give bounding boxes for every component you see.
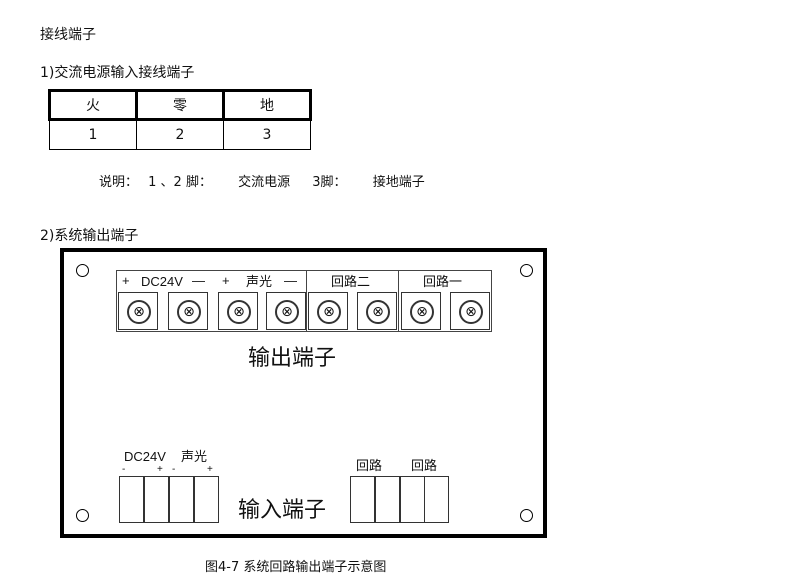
pin-1: 1 [49, 119, 137, 150]
note-pin3: 3脚： [312, 175, 347, 190]
screw-icon: ⊗ [177, 300, 201, 324]
note-pin3-desc: 接地端子 [372, 175, 425, 190]
screw-icon: ⊗ [127, 300, 151, 324]
divider [306, 270, 307, 331]
input-terminal [350, 476, 375, 523]
mount-hole-icon [520, 264, 533, 277]
output-terminal: ⊗ [118, 292, 158, 330]
output-title: 输出端子 [248, 346, 337, 371]
output-terminal: ⊗ [218, 292, 258, 330]
sg-minus: — [284, 273, 297, 288]
plus-mark: + [157, 464, 163, 475]
output-terminal: ⊗ [357, 292, 397, 330]
mount-hole-icon [520, 509, 533, 522]
screw-icon: ⊗ [317, 300, 341, 324]
dc24v-label: DC24V [141, 274, 183, 289]
screw-icon: ⊗ [459, 300, 483, 324]
output-terminal: ⊗ [450, 292, 490, 330]
input-terminal [144, 476, 169, 523]
pin-3: 3 [223, 119, 311, 150]
note: 说明： 1 、2 脚： 交流电源 3脚： 接地端子 [99, 171, 425, 190]
output-terminal: ⊗ [168, 292, 208, 330]
loop1-label: 回路一 [423, 274, 463, 289]
input-dc24v-label: DC24V [124, 449, 166, 464]
header-neutral: 零 [135, 89, 225, 121]
input-terminal [375, 476, 400, 523]
sg-plus: + [222, 273, 230, 288]
figure-caption: 图4-7 系统回路输出端子示意图 [205, 560, 387, 575]
output-terminal: ⊗ [266, 292, 306, 330]
input-terminal [119, 476, 144, 523]
divider [398, 270, 399, 331]
input-terminal [400, 476, 425, 523]
note-pins12-desc: 交流电源 [238, 175, 291, 190]
note-pins12: 1 、2 脚： [148, 175, 212, 190]
header-ground: 地 [222, 89, 312, 121]
terminal-board [60, 248, 547, 538]
sg-label: 声光 [246, 274, 273, 289]
output-terminal: ⊗ [308, 292, 348, 330]
header-live: 火 [48, 89, 138, 121]
input-terminal [424, 476, 449, 523]
screw-icon: ⊗ [410, 300, 434, 324]
heading: 接线端子 [40, 27, 96, 43]
screw-icon: ⊗ [366, 300, 390, 324]
loop2-label: 回路二 [331, 274, 371, 289]
dc24v-plus: + [122, 273, 130, 288]
minus-mark: - [172, 464, 176, 475]
screw-icon: ⊗ [227, 300, 251, 324]
dc24v-minus: — [192, 273, 205, 288]
input-loop-label: 回路 [411, 458, 438, 473]
input-terminal [169, 476, 194, 523]
section1-title: 1)交流电源输入接线端子 [40, 65, 195, 81]
input-sg-label: 声光 [181, 449, 208, 464]
minus-mark: - [122, 464, 126, 475]
input-terminal [194, 476, 219, 523]
output-terminal-strip [116, 270, 492, 332]
mount-hole-icon [76, 264, 89, 277]
mount-hole-icon [76, 509, 89, 522]
plus-mark: + [207, 464, 213, 475]
note-label: 说明： [99, 175, 139, 190]
section2-title: 2)系统输出端子 [40, 228, 139, 244]
input-loop-label: 回路 [356, 458, 383, 473]
output-terminal: ⊗ [401, 292, 441, 330]
input-title: 输入端子 [238, 498, 327, 523]
pin-2: 2 [136, 119, 224, 150]
screw-icon: ⊗ [275, 300, 299, 324]
